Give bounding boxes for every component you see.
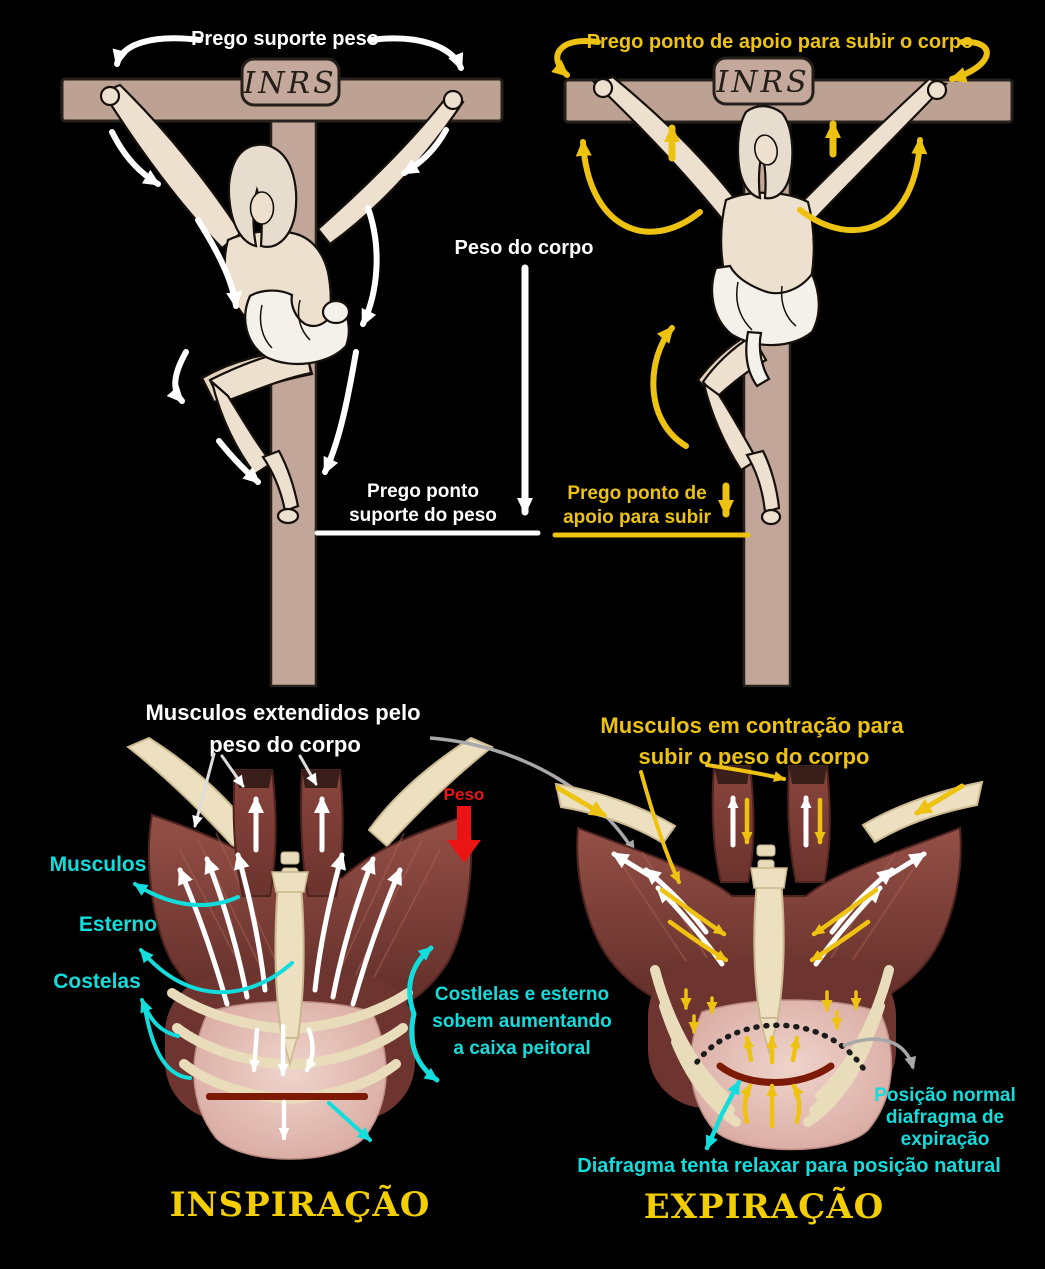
normal-diaphragm-dotted-line (694, 1022, 866, 1071)
shin-flow-arrow (216, 438, 261, 485)
right-figure-foot (745, 449, 781, 514)
muscle-stretch-arrows (177, 796, 403, 1007)
musculos-callout (133, 882, 240, 908)
outer-contraction-arrows (555, 783, 965, 818)
push-up-arrows (551, 38, 990, 538)
diaphragm-relax-label: Diafragma tenta relaxar para posição nat… (577, 1155, 1001, 1177)
yellow-label-curl-left (551, 38, 601, 78)
diaphragm-down-pointer (327, 1101, 372, 1142)
right-foot-nail-label-line1: Prego ponto de (567, 483, 706, 504)
right-figure-left-hand (592, 77, 614, 99)
costelas-callout-1 (140, 998, 180, 1038)
muscle-contraction-yellow-arrows (659, 797, 879, 963)
left-foot-nail-label-line2: suporte do peso (349, 505, 497, 526)
left-figure-right-hand (442, 89, 464, 111)
contraction-muscles-label-line1: Musculos em contração para (600, 713, 904, 738)
left-figure-face (249, 191, 275, 225)
costelas-label: Costelas (53, 970, 141, 993)
inspiration-ribcage (126, 736, 494, 1160)
left-inrs-sign (240, 57, 341, 107)
right-clavicle-bone (367, 736, 494, 848)
leg-push-arc (650, 325, 689, 449)
diaphragm-relax-up-arrows (740, 1035, 804, 1129)
torso-flow-left-arrow (195, 217, 243, 309)
diaphragm-dome-exp (689, 999, 893, 1151)
inrs-signs: INRS INRS (240, 56, 815, 107)
stretched-muscles-label-line1: Musculos extendidos pelo (145, 700, 420, 725)
arm-flow-left-arrow (109, 129, 161, 187)
rib-descend-small-arrows (680, 988, 862, 1034)
figure-hanging-by-nails (99, 83, 465, 525)
weight-flow-arrows (109, 35, 541, 536)
esterno-callout (139, 948, 294, 995)
left-figure-foot (261, 449, 300, 513)
normal-position-gray-arrow (842, 1037, 917, 1070)
right-neck-muscle-exp (787, 765, 831, 883)
diaphragm-line-stretched (206, 1093, 368, 1100)
esterno-label: Esterno (79, 913, 157, 936)
contraction-label-pointer-arrows (639, 763, 786, 884)
left-inrs-text: INRS (242, 66, 336, 101)
expansion-label-line2: sobem aumentando (432, 1011, 611, 1032)
right-inrs-sign (712, 56, 815, 106)
label-curl-left-arrow (112, 35, 203, 67)
stretched-muscles-label-line2: peso do corpo (209, 732, 361, 757)
right-figure-shin (702, 381, 759, 472)
torso-flow-right-arrow (360, 205, 380, 327)
right-figure-right-hand (926, 79, 948, 101)
right-figure-loincloth (711, 264, 820, 347)
musculos-label: Musculos (50, 853, 147, 876)
right-inrs-text: INRS (715, 65, 809, 100)
left-figure-right-arm (316, 92, 465, 246)
cyan-callout-lines (133, 882, 372, 1142)
expiration-title: EXPIRAÇÃO (644, 1187, 884, 1227)
hip-flow-right-arrow (322, 349, 359, 475)
peso-down-arrow (447, 806, 481, 863)
sternum-bone (274, 883, 305, 1039)
cross-reference-gray-arrow (429, 736, 636, 854)
thigh-flow-arrow (166, 349, 189, 404)
left-foot-nail-label-line1: Prego ponto (367, 481, 479, 502)
inspiration-title: INSPIRAÇÃO (170, 1185, 431, 1225)
chest-expansion-arc (407, 945, 440, 1083)
arm-flow-right-arrow (401, 127, 449, 176)
costelas-callout-2 (143, 1006, 192, 1080)
yellow-label-curl-right (949, 38, 990, 83)
arm-lift-arc-right (797, 137, 928, 234)
expansion-label-line1: Costlelas e esterno (435, 984, 609, 1005)
label-curl-right-arrow (367, 35, 464, 71)
sternum-bone-exp (753, 879, 785, 1019)
peso-label: Peso (444, 785, 485, 804)
figure-pushing-up (591, 75, 949, 526)
left-figure-left-hand (99, 85, 121, 107)
arm-lift-arc-left (575, 139, 703, 235)
nail-fulcrum-raise-label: Prego ponto de apoio para subir o corpo (587, 31, 974, 53)
diaphragm-pull-arrows (249, 1023, 317, 1141)
right-figure-face (753, 134, 779, 166)
nail-support-weight-label: Prego suporte peso (191, 28, 379, 50)
diaphragm-line-relaxing (716, 1062, 835, 1086)
normal-diaphragm-label-line1: Posição normal (874, 1085, 1016, 1106)
peso-weight-indicator: Peso (444, 785, 485, 863)
contraction-muscles-label-line2: subir o peso do corpo (638, 744, 869, 769)
expansion-label-line3: a caixa peitoral (453, 1038, 590, 1059)
normal-diaphragm-label-line3: expiração (901, 1129, 990, 1150)
right-foot-nail-label-line2: apoio para subir (563, 507, 711, 528)
body-weight-label: Peso do corpo (455, 237, 594, 259)
normal-diaphragm-label-line2: diafragma de (886, 1107, 1004, 1128)
relax-double-arrow (704, 1079, 742, 1151)
stretched-muscles-pointer-arrows (192, 752, 318, 828)
